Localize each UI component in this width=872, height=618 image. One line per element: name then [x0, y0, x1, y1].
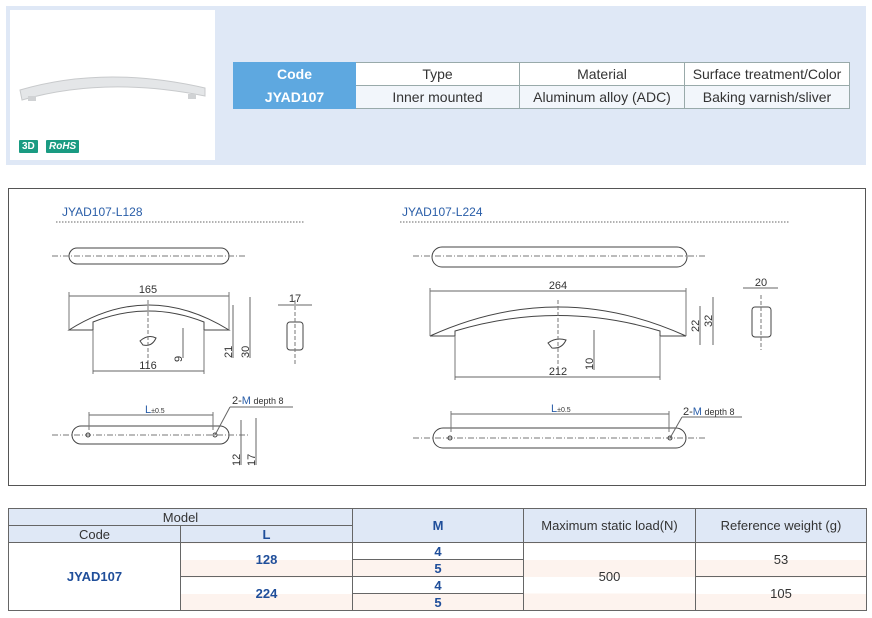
- weight-cell: 53: [695, 542, 867, 577]
- dim-165: 165: [139, 284, 157, 296]
- hole-note: 2-M depth 8: [232, 395, 283, 407]
- surface-value: Baking varnish/sliver: [684, 85, 850, 109]
- header-weight: Reference weight (g): [695, 508, 867, 543]
- dim-32: 32: [703, 315, 715, 327]
- dim-9: 9: [173, 356, 185, 362]
- header-l: L: [180, 525, 353, 543]
- weight-cell: 105: [695, 576, 867, 611]
- drawing-l224: JYAD107-L224 264 212 10 22 32 20 L±0.5 2…: [400, 205, 790, 449]
- table-row: JYAD107 128 4 500 53: [8, 542, 867, 611]
- code-cell: JYAD107: [8, 542, 181, 611]
- header-load: Maximum static load(N): [523, 508, 696, 543]
- m-cell: 5: [352, 559, 524, 577]
- drawing-l128: JYAD107-L128 165 116 9 21 30 17 L±0.5 2-…: [52, 205, 312, 466]
- m-cell: 4: [352, 542, 524, 560]
- hole-note: 2-M depth 8: [683, 406, 734, 418]
- header-code: Code: [233, 62, 356, 86]
- drawing-panel: [8, 188, 866, 486]
- top-view: [431, 246, 688, 268]
- dim-10: 10: [584, 358, 596, 370]
- spec-table: Code Type Material Surface treatment/Col…: [233, 62, 850, 109]
- l-cell: 128: [180, 542, 353, 577]
- table-row: 5: [9, 593, 867, 611]
- bottom-view: [71, 425, 230, 445]
- dim-20: 20: [755, 277, 767, 289]
- l-cell: 224: [180, 576, 353, 611]
- dim-17: 17: [246, 454, 258, 466]
- dim-30: 30: [240, 346, 252, 358]
- load-cell: 500: [523, 542, 696, 611]
- type-value: Inner mounted: [355, 85, 520, 109]
- dim-l: L±0.5: [145, 404, 165, 416]
- dim-212: 212: [549, 366, 567, 378]
- front-view: [67, 304, 231, 331]
- code-value: JYAD107: [233, 85, 356, 109]
- header-type: Type: [355, 62, 520, 86]
- model-table: Model M Maximum static load(N) Reference…: [8, 508, 867, 611]
- m-cell: 5: [352, 593, 524, 611]
- header-m: M: [352, 508, 524, 543]
- material-value: Aluminum alloy (ADC): [519, 85, 685, 109]
- rohs-badge: RoHS: [46, 140, 80, 153]
- handle-image: [19, 76, 206, 101]
- product-photo: [10, 10, 215, 160]
- dim-21: 21: [223, 346, 235, 358]
- m-cell: 4: [352, 576, 524, 594]
- drawing-title: JYAD107-L224: [402, 205, 483, 219]
- drawing-title: JYAD107-L128: [62, 205, 143, 219]
- dim-116: 116: [139, 360, 157, 372]
- dim-22: 22: [690, 320, 702, 332]
- dim-l: L±0.5: [551, 403, 571, 415]
- table-row: 5: [9, 559, 867, 577]
- dim-12: 12: [231, 454, 243, 466]
- 3d-badge[interactable]: 3D: [19, 140, 38, 153]
- header-code: Code: [8, 525, 181, 543]
- dim-264: 264: [549, 280, 567, 292]
- header-model: Model: [8, 508, 353, 526]
- dim-17-width: 17: [289, 293, 301, 305]
- table-row: 224 4 105: [9, 576, 867, 611]
